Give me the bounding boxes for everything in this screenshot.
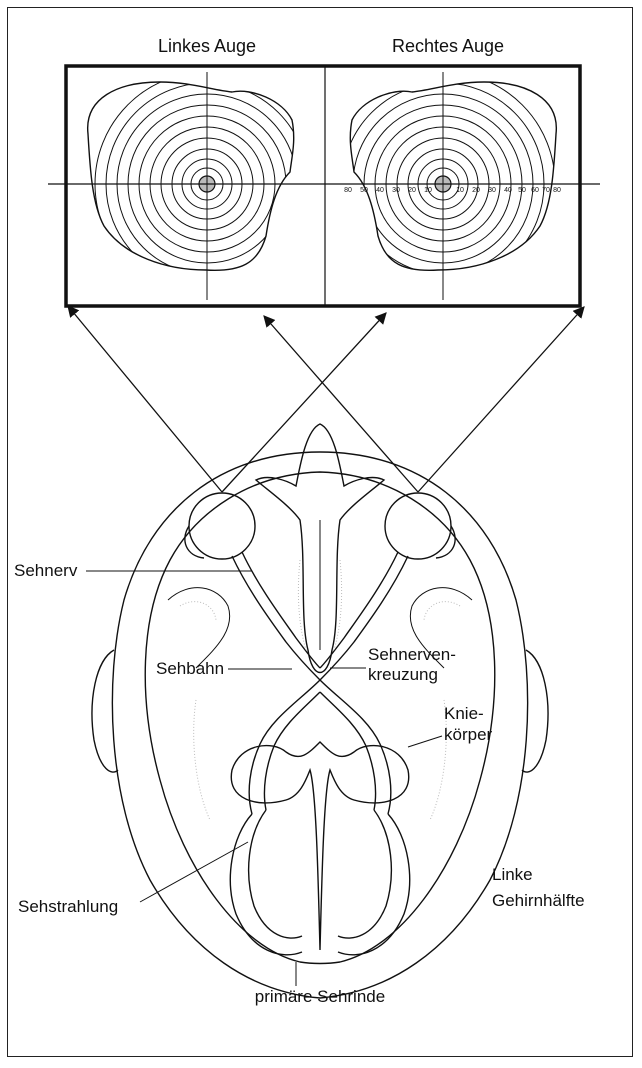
scale-tick-label: 20 — [408, 187, 416, 194]
scale-tick-label: 30 — [392, 187, 400, 194]
scale-tick-label: 50 — [360, 187, 368, 194]
right-ear — [522, 650, 548, 772]
left-visual-field — [88, 72, 319, 300]
label-hemisphere-2: Gehirnhälfte — [492, 891, 585, 910]
scale-tick-label: 40 — [376, 187, 384, 194]
left-ear — [92, 650, 118, 772]
left-optic-nerve — [232, 556, 320, 680]
right-optic-tract — [320, 680, 391, 814]
right-field-degree-scale: 80 50 40 30 20 10 10 20 30 40 50 60 70 8… — [344, 187, 561, 194]
scale-tick-label: 60 — [531, 187, 539, 194]
scale-tick-label: 50 — [518, 187, 526, 194]
left-eye-socket — [185, 526, 204, 558]
scale-tick-label: 30 — [488, 187, 496, 194]
visual-field-box — [66, 66, 580, 306]
right-field-boundary — [350, 82, 556, 270]
scale-tick-label: 70 — [542, 187, 550, 194]
left-optic-tract — [249, 680, 320, 814]
leader-lgn — [408, 736, 442, 747]
left-optic-radiation — [230, 814, 302, 955]
scale-tick-label: 10 — [424, 187, 432, 194]
arrow-right-eye-to-field — [264, 316, 418, 492]
arrow-left-eye-to-field — [222, 313, 386, 492]
label-optic-nerve: Sehnerv — [14, 561, 78, 580]
scale-tick-label: 80 — [344, 187, 352, 194]
right-optic-radiation — [338, 814, 410, 955]
projection-arrows — [68, 306, 584, 492]
right-visual-field — [331, 72, 556, 300]
label-optic-tract: Sehbahn — [156, 659, 224, 678]
thalamus — [231, 742, 408, 950]
label-chiasm-1: Sehnerven- — [368, 645, 456, 664]
arrow-right-eye-to-field — [418, 307, 584, 492]
left-field-boundary — [88, 82, 294, 270]
left-eye-title: Linkes Auge — [158, 36, 256, 56]
label-hemisphere-1: Linke — [492, 865, 533, 884]
label-chiasm-2: kreuzung — [368, 665, 438, 684]
label-lgn-1: Knie- — [444, 704, 484, 723]
right-eye-title: Rechtes Auge — [392, 36, 504, 56]
label-lgn-2: körper — [444, 725, 493, 744]
label-visual-cortex: primäre Sehrinde — [255, 987, 385, 1006]
arrow-left-eye-to-field — [68, 306, 222, 492]
leader-radiation — [140, 842, 248, 902]
label-radiation: Sehstrahlung — [18, 897, 118, 916]
scale-tick-label: 10 — [456, 187, 464, 194]
scale-tick-label: 80 — [553, 187, 561, 194]
right-eye-socket — [436, 526, 455, 558]
scale-tick-label: 40 — [504, 187, 512, 194]
left-temporal-lobe — [168, 588, 230, 668]
scale-tick-label: 20 — [472, 187, 480, 194]
